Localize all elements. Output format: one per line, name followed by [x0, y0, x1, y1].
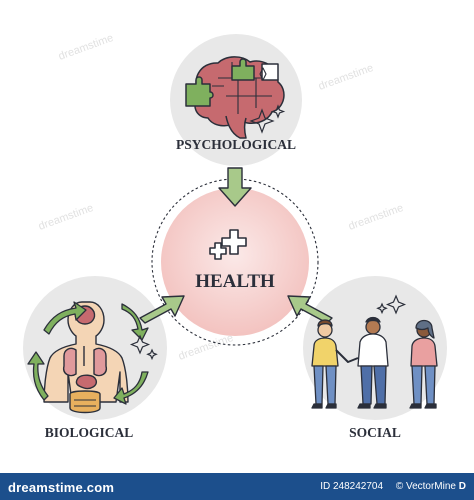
footer-bar: dreamstime.com ID 248242704 © VectorMine… [0, 473, 474, 500]
psychological-label: PSYCHOLOGICAL [176, 137, 296, 152]
footer-credits: ID 248242704 © VectorMine D [320, 481, 466, 492]
footer-site[interactable]: dreamstime.com [8, 480, 115, 495]
footer-image-id: ID 248242704 [320, 481, 384, 492]
cycle-arrows-icon [27, 301, 149, 405]
health-center-circle [161, 188, 309, 336]
sparkle-icon [129, 334, 158, 361]
biological-label: BIOLOGICAL [45, 425, 134, 440]
watermark-text: dreamstime [57, 32, 115, 63]
sparkle-icon [249, 104, 286, 134]
social-label: SOCIAL [349, 425, 401, 440]
watermark-text: dreamstime [177, 332, 235, 363]
watermark-text: dreamstime [317, 62, 375, 93]
sparkle-icon [376, 294, 407, 315]
health-label: HEALTH [195, 271, 275, 292]
arrow-biological-to-health [139, 295, 185, 324]
body-organs-icon [43, 301, 129, 414]
people-group-icon [311, 316, 438, 409]
watermark-text: dreamstime [37, 202, 95, 233]
brain-puzzle-icon [185, 56, 285, 139]
watermark-text: dreamstime [347, 202, 405, 233]
plus-crosses-icon [209, 229, 247, 260]
dreamstime-logo-icon: D [458, 481, 466, 492]
footer-author: © VectorMine [395, 481, 456, 492]
arrow-psychological-to-health [218, 167, 252, 207]
